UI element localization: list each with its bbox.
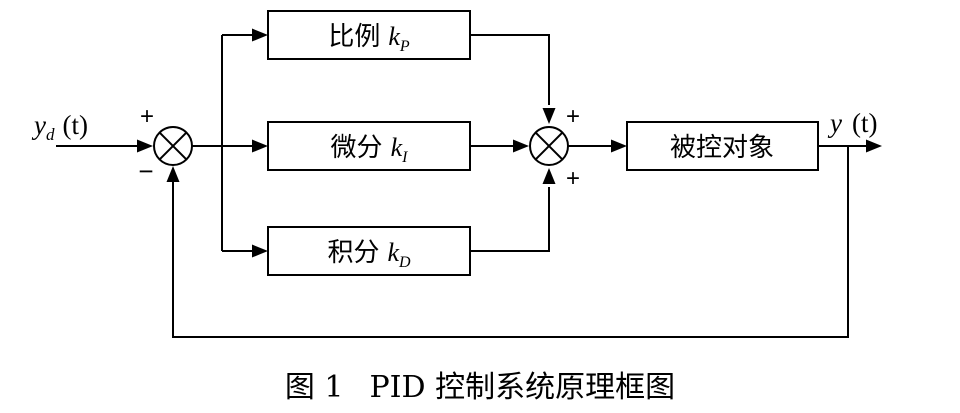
figure-caption-text: PID 控制系统原理框图 xyxy=(370,370,676,405)
feedback-line xyxy=(172,146,849,338)
junction1-minus-sign: − xyxy=(138,156,153,186)
plant-block-box xyxy=(626,121,819,171)
arrowhead xyxy=(166,166,180,182)
summing-junction-1 xyxy=(153,126,193,166)
derivative-block: 微分 kI xyxy=(267,121,471,171)
figure-caption: 图 1 PID 控制系统原理框图 xyxy=(285,370,675,405)
arrowhead xyxy=(611,139,627,153)
derivative-block-box xyxy=(267,121,471,171)
signal-argument: (t) xyxy=(62,110,87,140)
gain-symbol: k xyxy=(387,238,399,267)
block-text: 比例 xyxy=(328,22,380,52)
signal-argument: (t) xyxy=(852,108,877,138)
gain-subscript: I xyxy=(401,149,408,166)
figure-caption-label: 图 1 xyxy=(285,370,344,405)
block-text: 微分 xyxy=(331,133,383,163)
output-signal-label: y (t) xyxy=(827,108,877,138)
integral-output-line xyxy=(470,187,550,252)
summing-junction-2 xyxy=(529,126,569,166)
plant-block: 被控对象 xyxy=(626,121,819,171)
summing-junction-cross xyxy=(158,131,188,161)
integral-block: 积分 kD xyxy=(267,226,471,276)
junction2-plus-sign-top: + xyxy=(566,103,580,130)
integral-block-label: 积分 kD xyxy=(327,238,411,271)
arrowhead xyxy=(542,168,556,184)
arrowhead xyxy=(252,244,268,258)
proportional-block: 比例 kP xyxy=(267,10,471,60)
junction2-plus-sign-bottom: + xyxy=(566,165,580,192)
plant-block-label: 被控对象 xyxy=(670,133,774,163)
arrowhead xyxy=(252,28,268,42)
summing-junction-cross xyxy=(534,131,564,161)
signal-subscript: d xyxy=(46,125,55,144)
block-text: 积分 xyxy=(327,238,379,268)
integral-block-box xyxy=(267,226,471,276)
arrowhead xyxy=(866,139,882,153)
input-signal-label: yd (t) xyxy=(31,110,88,144)
gain-subscript: P xyxy=(399,38,410,55)
arrowhead xyxy=(542,108,556,124)
arrowhead xyxy=(137,139,153,153)
proportional-block-label: 比例 kP xyxy=(328,22,410,55)
junction1-plus-sign: + xyxy=(140,103,154,130)
derivative-block-label: 微分 kI xyxy=(331,133,409,166)
proportional-output-line xyxy=(470,34,550,105)
arrowheads xyxy=(137,28,882,258)
arrowhead xyxy=(252,139,268,153)
arrowhead xyxy=(513,139,529,153)
gain-subscript: D xyxy=(398,254,411,271)
signal-variable: y xyxy=(31,110,46,140)
gain-symbol: k xyxy=(391,133,403,162)
proportional-block-box xyxy=(267,10,471,60)
signal-lines xyxy=(56,34,866,338)
gain-symbol: k xyxy=(388,22,400,51)
signal-variable: y xyxy=(827,108,842,138)
